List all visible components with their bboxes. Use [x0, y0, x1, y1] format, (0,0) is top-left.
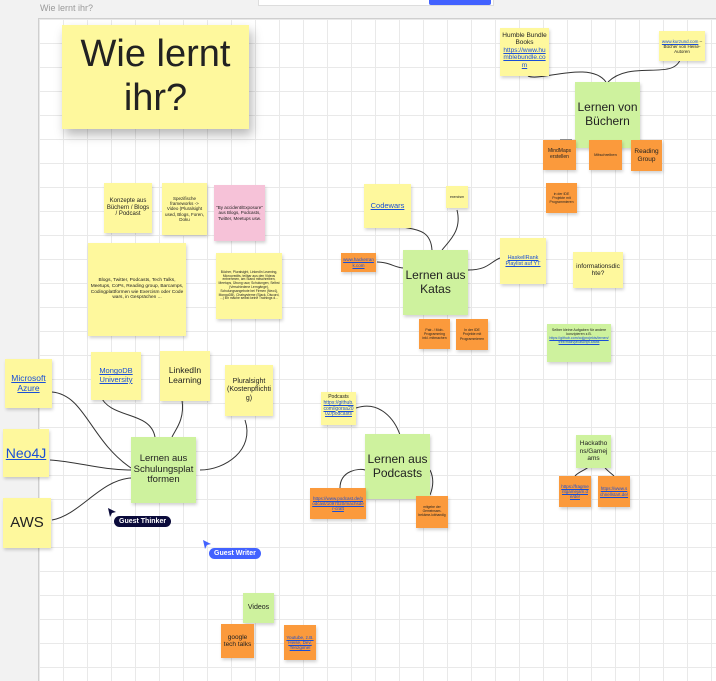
sticky-note-hackathon-link-2[interactable]: https://www.schnellstart.de/: [598, 476, 630, 507]
note-text: Selber kleine Aufgaben für andere konzip…: [551, 328, 607, 337]
sticky-note-neo4j[interactable]: Neo4J: [3, 429, 49, 477]
mongodb-link[interactable]: MongoDB University: [99, 366, 133, 384]
sticky-note-mindmaps[interactable]: MindMaps erstellen: [543, 140, 576, 170]
sticky-note-videos[interactable]: Videos: [243, 593, 274, 623]
sticky-note-blogs-list[interactable]: Blogs, Twitter, Podcasts, Tech Talks, Me…: [88, 243, 186, 336]
sticky-note-haskellrank[interactable]: HaskellRank Playlist auf YT: [500, 238, 546, 284]
neo4j-link[interactable]: Neo4J: [5, 444, 47, 461]
sticky-note-hackathon-link-1[interactable]: https://fragmentgamejam.de/de/: [559, 476, 591, 507]
haskellrank-link[interactable]: HaskellRank Playlist auf YT: [505, 254, 541, 267]
hackathon-link-1[interactable]: https://fragmentgamejam.de/de/: [561, 483, 589, 500]
sticky-note-konzepte[interactable]: Konzepte aus Büchern / Blogs / Podcast: [104, 183, 152, 233]
sticky-note-humble-bundle[interactable]: Humble Bundle Books https://www.humblebu…: [500, 28, 549, 76]
sticky-note-aws[interactable]: AWS: [3, 498, 51, 548]
note-text: Humble Bundle Books: [502, 32, 547, 47]
hackerrank-link[interactable]: www.hackerrank.com: [343, 257, 374, 268]
top-toolbar[interactable]: [258, 0, 494, 6]
kurzundgut-link[interactable]: www.kurzund.com: [661, 39, 699, 44]
cursor-arrow-icon: [108, 508, 116, 517]
sticky-note-mitschreiben[interactable]: Mitschreiben: [589, 140, 622, 170]
sticky-note-mitgebe[interactable]: mitgebe der Gemeinsam-bekäme-lobhandlg: [416, 496, 448, 528]
sticky-note-exercism[interactable]: exercism: [446, 186, 468, 208]
azure-link[interactable]: Microsoft Azure: [11, 372, 46, 393]
sticky-note-podcasts-github[interactable]: Podcasts https://github.com/igorsa2002/p…: [321, 392, 356, 425]
humble-link[interactable]: https://www.humblebundle.com: [503, 46, 546, 69]
topic-lernen-aus-podcasts[interactable]: Lernen aus Podcasts: [365, 434, 430, 499]
podcast-de-link[interactable]: https://www.podcast.de/podcast/1097020/m…: [312, 495, 364, 512]
sticky-note-kurzundgut[interactable]: www.kurzund.com – Bücher von Heise-Autor…: [659, 31, 705, 61]
codewars-link[interactable]: Codewars: [370, 200, 405, 210]
topic-lernen-aus-schulungsplattformen[interactable]: Lernen aus Schulungsplattformen: [131, 437, 196, 503]
sticky-note-codewars[interactable]: Codewars: [364, 184, 411, 228]
cursor-arrow-icon: [203, 540, 211, 549]
sticky-note-buecher-list[interactable]: Bücher, Pluralsight, LinkedIn Learning, …: [216, 253, 282, 319]
sticky-note-by-accident[interactable]: "By accident/Exposure" aus Blogs, Podcas…: [214, 185, 265, 241]
sticky-note-spezifische-frameworks[interactable]: Spezifische frameworks -> Video (Plurals…: [162, 183, 207, 235]
cursor-label: Guest Writer: [209, 548, 261, 559]
cursor-label: Guest Thinker: [114, 516, 172, 527]
sticky-note-pluralsight[interactable]: Pluralsight (Kostenpflichtig): [225, 365, 273, 416]
topic-lernen-von-buechern[interactable]: Lernen von Büchern: [575, 82, 640, 148]
hackathon-link-2[interactable]: https://www.schnellstart.de/: [600, 486, 629, 497]
sticky-note-ide-projekte[interactable]: in der IDE Projekte mit Programmieren: [546, 183, 577, 213]
sticky-note-podcast-link[interactable]: https://www.podcast.de/podcast/1097020/m…: [310, 488, 366, 519]
selber-link[interactable]: https://github.com/cojjprojekts/lernen/t…: [549, 336, 609, 345]
topic-lernen-aus-katas[interactable]: Lernen aus Katas: [403, 250, 468, 315]
title-sticky-note[interactable]: Wie lernt ihr?: [62, 25, 249, 129]
sticky-note-selber-aufgaben[interactable]: Selber kleine Aufgaben für andere konzip…: [547, 324, 611, 362]
youtube-link[interactable]: Youtube, z.B. Heise, Dev, Tenzgimel: [286, 634, 314, 651]
sticky-note-hackerrank[interactable]: www.hackerrank.com: [341, 253, 376, 272]
podcasts-github-link[interactable]: https://github.com/igorsa2002/podcasts: [323, 399, 354, 418]
sticky-note-informationsdichte[interactable]: informationsdichte?: [573, 252, 623, 288]
sticky-note-microsoft-azure[interactable]: Microsoft Azure: [5, 359, 52, 408]
sticky-note-youtube[interactable]: Youtube, z.B. Heise, Dev, Tenzgimel: [284, 625, 316, 660]
sticky-note-hackathons[interactable]: Hackathons/Gamejams: [576, 435, 611, 468]
sticky-note-ide-projekte-2[interactable]: In der IDE Projekte mit Programmieren: [456, 319, 488, 350]
note-text: Podcasts: [328, 394, 349, 400]
sticky-note-linkedin-learning[interactable]: LinkedIn Learning: [160, 351, 210, 401]
share-button[interactable]: [429, 0, 491, 5]
note-text: – Bücher von Heise-Autoren: [663, 39, 703, 55]
board-title: Wie lernt ihr?: [40, 3, 94, 13]
sticky-note-pair-mob[interactable]: Pair- / Mob-Programming inkl. mitmachen: [419, 319, 450, 349]
sticky-note-reading-group[interactable]: Reading Group: [631, 140, 662, 171]
sticky-note-mongodb[interactable]: MongoDB University: [91, 352, 141, 400]
sticky-note-google-tech-talks[interactable]: google tech talks: [221, 624, 254, 658]
